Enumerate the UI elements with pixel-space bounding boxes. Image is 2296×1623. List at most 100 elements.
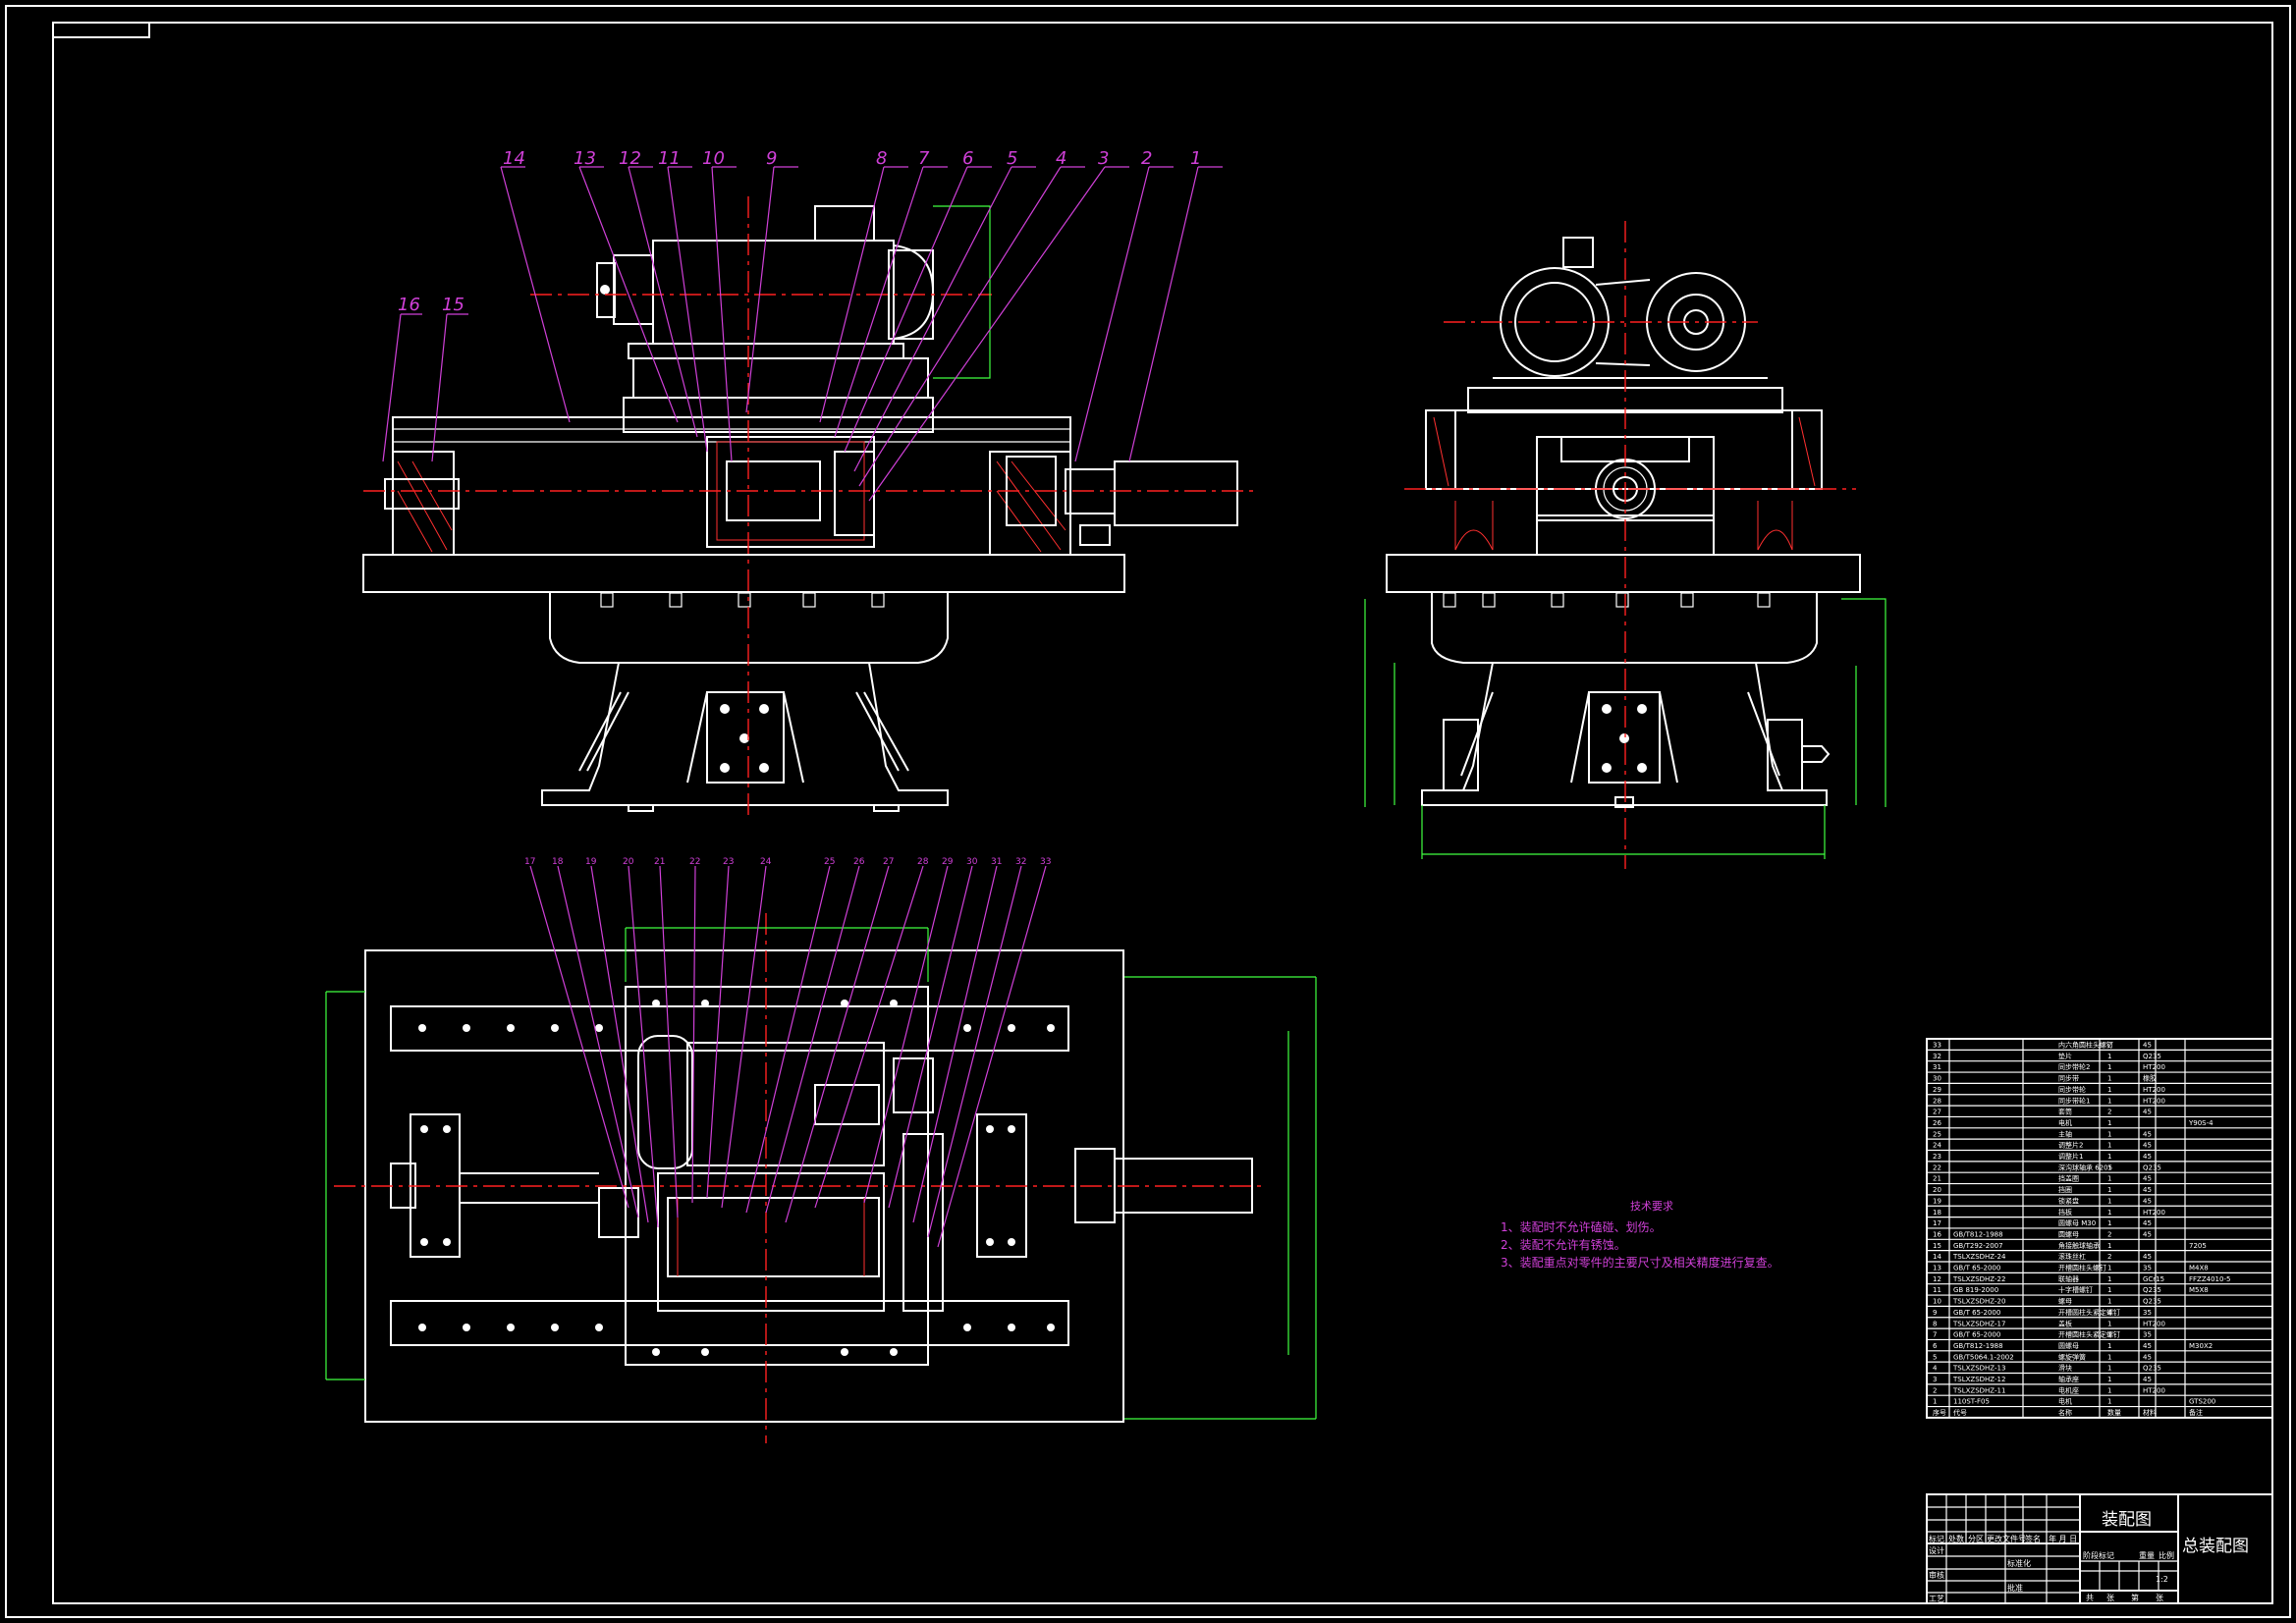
label-3: 3 — [1098, 148, 1109, 169]
note-2: 2、装配不允许有锈蚀。 — [1501, 1237, 1626, 1252]
bom-cell-qty: 1 — [2107, 1376, 2111, 1383]
bom-cell-qty: 1 — [2107, 1298, 2111, 1306]
label-4: 4 — [1056, 148, 1066, 169]
bom-cell-mat: HT200 — [2143, 1320, 2165, 1327]
bom-header-code: 代号 — [1953, 1408, 1967, 1417]
bom-cell-no: 31 — [1933, 1063, 1941, 1071]
label-20: 20 — [623, 857, 634, 867]
bom-cell-qty: 1 — [2107, 1320, 2111, 1327]
bom-cell-qty: 2 — [2107, 1253, 2111, 1261]
tb-weight: 重量 — [2139, 1550, 2155, 1560]
label-31: 31 — [991, 857, 1002, 867]
bom-cell-no: 23 — [1933, 1153, 1941, 1161]
bom-cell-mat: 45 — [2143, 1353, 2152, 1361]
bom-cell-name: 同步带轮2 — [2058, 1062, 2090, 1071]
bom-cell-qty: 1 — [2107, 1142, 2111, 1150]
bom-cell-no: 9 — [1933, 1309, 1937, 1317]
bom-cell-name: 内六角圆柱头螺钉 — [2058, 1041, 2113, 1050]
bom-cell-qty: 1 — [2107, 1286, 2111, 1294]
bom-cell-qty: 1 — [2107, 1197, 2111, 1205]
bom-cell-mat: 35 — [2143, 1265, 2152, 1272]
front-view-labels: 14 13 12 11 10 9 8 7 6 5 4 3 2 1 16 15 — [382, 148, 1223, 502]
label-12: 12 — [619, 148, 641, 169]
tb-role-standard: 标准化 — [2007, 1558, 2031, 1568]
label-23: 23 — [723, 857, 734, 867]
bom-cell-qty: 1 — [2107, 1331, 2111, 1339]
bom-cell-qty: 1 — [2107, 1365, 2111, 1373]
tb-role-process: 工艺 — [1929, 1595, 1944, 1603]
bom-cell-name: 盖板 — [2058, 1319, 2072, 1327]
technical-requirements: 技术要求 1、装配时不允许磕碰、划伤。 2、装配不允许有锈蚀。 3、装配重点对零… — [1501, 1200, 1779, 1270]
title-block: 装配图 总装配图 1:2 标记 处数 分区 更改文件号 签名 年 月 日 设计 … — [1926, 1493, 2273, 1604]
tb-total: 共 — [2086, 1594, 2094, 1602]
bom-cell-no: 1 — [1933, 1398, 1937, 1406]
bom-cell-qty: 1 — [2107, 1342, 2111, 1350]
tb-label-date: 年 月 日 — [2049, 1534, 2077, 1543]
bom-cell-no: 6 — [1933, 1342, 1938, 1350]
note-3: 3、装配重点对零件的主要尺寸及相关精度进行复查。 — [1501, 1255, 1779, 1270]
side-view — [1364, 221, 1886, 869]
bom-cell-no: 25 — [1933, 1130, 1941, 1138]
bom-cell-mat: 45 — [2143, 1130, 2152, 1138]
tb-stage: 阶段标记 — [2083, 1550, 2114, 1560]
bom-cell-no: 4 — [1933, 1365, 1938, 1373]
bom-cell-code: TSLXZSDHZ-24 — [1952, 1253, 2006, 1261]
bom-cell-no: 12 — [1933, 1275, 1941, 1283]
drawing-frame — [5, 5, 2291, 1618]
bom-cell-name: 垫片 — [2058, 1052, 2072, 1060]
bom-cell-mat: 35 — [2143, 1331, 2152, 1339]
drawing-title: 总装配图 — [2182, 1537, 2249, 1556]
bom-cell-mat: 橡胶 — [2143, 1074, 2157, 1083]
bom-cell-mat: 35 — [2143, 1309, 2152, 1317]
bom-cell-qty: 1 — [2107, 1163, 2111, 1171]
bom-cell-qty: 1 — [2107, 1153, 2111, 1161]
bom-cell-no: 13 — [1933, 1265, 1941, 1272]
bom-cell-qty: 1 — [2107, 1075, 2111, 1083]
bom-cell-qty: 1 — [2107, 1209, 2111, 1217]
bom-cell-code: TSLXZSDHZ-22 — [1952, 1275, 2005, 1283]
bom-cell-note: FFZZ4010-5 — [2189, 1275, 2230, 1283]
bom-cell-no: 10 — [1933, 1298, 1941, 1306]
label-22: 22 — [689, 857, 700, 867]
tb-label-mark: 标记 — [1929, 1534, 1944, 1543]
bom-cell-note: M30X2 — [2189, 1342, 2213, 1350]
bom-cell-qty: 1 — [2107, 1119, 2111, 1127]
bom-cell-mat: HT200 — [2143, 1097, 2165, 1105]
bom-cell-code: GB 819-2000 — [1953, 1286, 1998, 1294]
bom-cell-no: 5 — [1933, 1353, 1937, 1361]
tb-label-change-doc: 更改文件号 — [1987, 1534, 2026, 1543]
bom-header-mat: 材料 — [2143, 1408, 2157, 1417]
label-10: 10 — [702, 148, 725, 169]
bom-cell-mat: 45 — [2143, 1219, 2152, 1227]
bom-cell-mat: Q235 — [2143, 1298, 2161, 1306]
notes-title: 技术要求 — [1630, 1200, 1673, 1213]
bom-cell-mat: 45 — [2143, 1230, 2152, 1238]
label-24: 24 — [760, 857, 772, 867]
bom-cell-qty: 1 — [2107, 1130, 2111, 1138]
bom-cell-mat: 45 — [2143, 1186, 2152, 1194]
label-6: 6 — [962, 148, 973, 169]
bom-cell-code: GB/T812-1988 — [1953, 1230, 2003, 1238]
bom-cell-code: GB/T 65-2000 — [1953, 1265, 2000, 1272]
bom-cell-qty: 1 — [2107, 1275, 2111, 1283]
bom-cell-no: 28 — [1933, 1097, 1941, 1105]
tb-sheet-1: 张 — [2106, 1594, 2114, 1602]
label-29: 29 — [942, 857, 954, 867]
bom-cell-name: 套筒 — [2058, 1108, 2072, 1116]
bom-cell-note: M5X8 — [2189, 1286, 2209, 1294]
bom-cell-name: 螺母 — [2058, 1297, 2072, 1306]
bom-cell-note: 7205 — [2189, 1242, 2207, 1250]
bom-header-no: 序号 — [1933, 1408, 1946, 1417]
bom-cell-mat: HT200 — [2143, 1086, 2165, 1094]
tb-label-zone: 分区 — [1968, 1535, 1984, 1543]
bom-cell-no: 15 — [1933, 1242, 1941, 1250]
label-11: 11 — [658, 148, 681, 169]
tb-role-approve: 批准 — [2007, 1583, 2023, 1593]
bom-cell-qty: 4 — [2107, 1309, 2112, 1317]
bom-cell-code: 110ST-F05 — [1953, 1398, 1990, 1406]
bom-cell-no: 17 — [1933, 1219, 1941, 1227]
bom-cell-name: 深沟球轴承 6205 — [2058, 1163, 2112, 1171]
bom-cell-qty: 1 — [2107, 1398, 2111, 1406]
bom-cell-code: GB/T 65-2000 — [1953, 1309, 2000, 1317]
